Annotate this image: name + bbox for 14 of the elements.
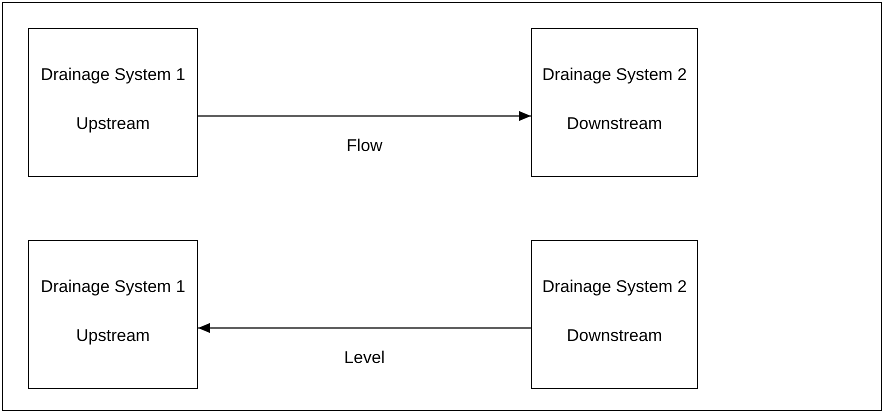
box-subtitle: Upstream xyxy=(76,326,150,346)
process-box xyxy=(28,28,198,177)
box-subtitle: Downstream xyxy=(566,114,662,134)
process-box xyxy=(28,240,198,389)
process-box xyxy=(531,28,698,177)
box-title: Drainage System 2 xyxy=(542,277,687,297)
box-subtitle: Downstream xyxy=(566,326,662,346)
box-title: Drainage System 1 xyxy=(40,65,186,85)
process-box xyxy=(531,240,698,389)
box-subtitle: Upstream xyxy=(76,114,150,134)
arrow xyxy=(198,323,531,333)
box-title: Drainage System 1 xyxy=(40,277,186,297)
arrow xyxy=(198,111,531,121)
box-title: Drainage System 2 xyxy=(542,65,687,85)
